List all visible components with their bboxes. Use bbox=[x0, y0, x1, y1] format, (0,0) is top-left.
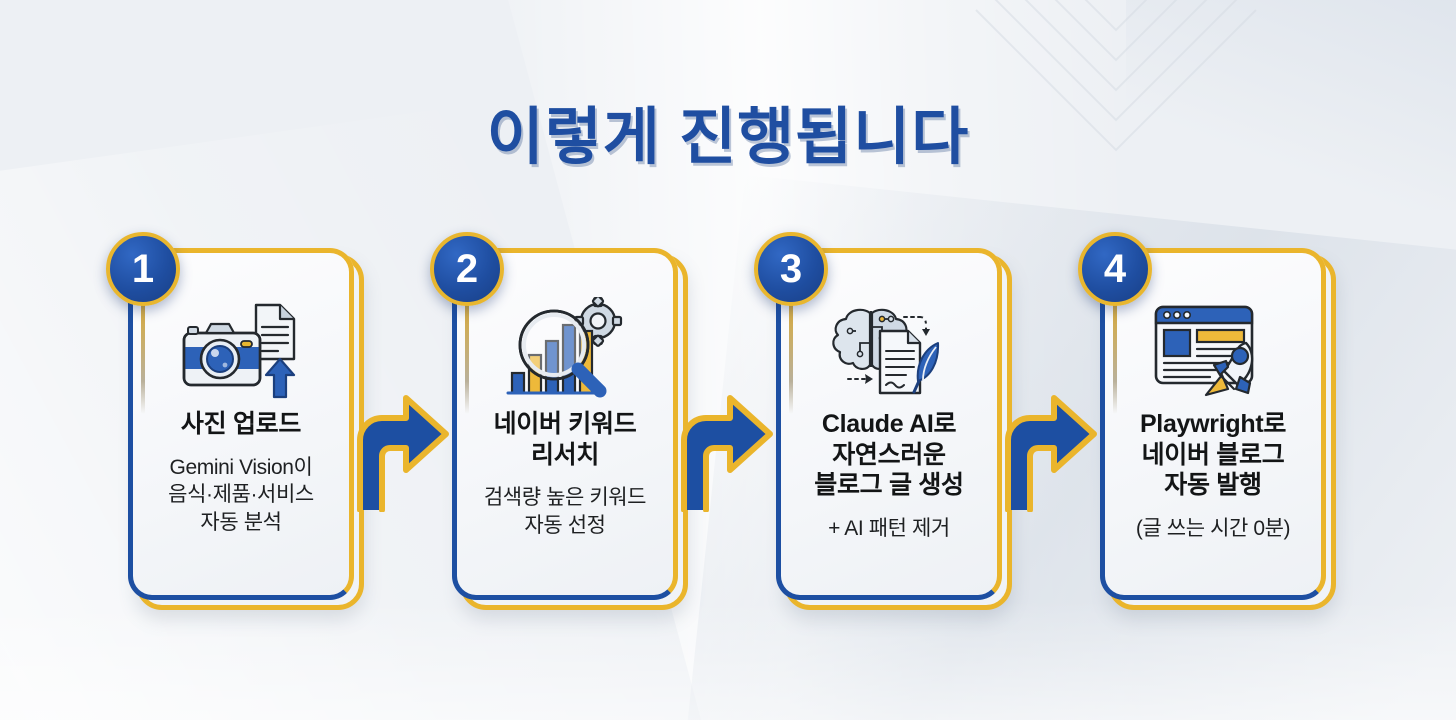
card-description-3: + AI 패턴 제거 bbox=[828, 515, 950, 543]
card-desc-line: (글 쓰는 시간 0분) bbox=[1135, 516, 1291, 540]
camera-upload-icon bbox=[178, 295, 304, 403]
card-title-line: Claude AI로 bbox=[821, 410, 957, 438]
card-desc-line: 검색량 높은 키워드 bbox=[483, 486, 647, 509]
card-desc-line: Gemini Vision이 bbox=[169, 455, 313, 479]
card-title-line: 네이버 키워드 bbox=[493, 410, 637, 438]
step-number-badge-1: 1 bbox=[106, 232, 180, 306]
step-number-badge-4: 4 bbox=[1078, 232, 1152, 306]
card-desc-line: 자동 선정 bbox=[524, 513, 606, 537]
card-title-line: 네이버 블로그 bbox=[1141, 440, 1285, 469]
card-description-2: 검색량 높은 키워드 자동 선정 bbox=[483, 484, 647, 539]
chart-magnifier-gear-icon bbox=[502, 295, 628, 403]
card-description-1: Gemini Vision이 음식·제품·서비스 자동 분석 bbox=[168, 454, 314, 537]
card-title-line: Playwright로 bbox=[1139, 410, 1287, 438]
card-title-line: 자동 발행 bbox=[1164, 471, 1262, 499]
card-title-line: 리서치 bbox=[530, 440, 600, 469]
card-title-3: Claude AI로 자연스러운 블로그 글 생성 bbox=[814, 409, 964, 501]
badge-stem-3 bbox=[789, 304, 793, 414]
badge-stem-2 bbox=[465, 304, 469, 414]
step-card-3[interactable]: Claude AI로 자연스러운 블로그 글 생성 + AI 패턴 제거 3 bbox=[754, 232, 1012, 618]
step-number-badge-2: 2 bbox=[430, 232, 504, 306]
page-title: 이렇게 진행됩니다 bbox=[486, 103, 970, 172]
step-card-2[interactable]: 네이버 키워드 리서치 검색량 높은 키워드 자동 선정 2 bbox=[430, 232, 688, 618]
step-number-badge-3: 3 bbox=[754, 232, 828, 306]
step-card-4[interactable]: Playwright로 네이버 블로그 자동 발행 (글 쓰는 시간 0분) 4 bbox=[1078, 232, 1336, 618]
card-title-line: 블로그 글 생성 bbox=[814, 471, 964, 499]
step-card-1[interactable]: 사진 업로드 Gemini Vision이 음식·제품·서비스 자동 분석 1 bbox=[106, 232, 364, 618]
card-description-4: (글 쓰는 시간 0분) bbox=[1135, 515, 1291, 543]
card-title-1: 사진 업로드 bbox=[180, 410, 302, 438]
card-title-4: Playwright로 네이버 블로그 자동 발행 bbox=[1140, 409, 1286, 501]
brain-document-quill-icon bbox=[826, 295, 952, 403]
card-desc-line: 음식·제품·서비스 bbox=[168, 483, 314, 507]
badge-stem-4 bbox=[1113, 304, 1117, 414]
arrow-step-2-to-3 bbox=[680, 392, 776, 513]
browser-rocket-icon bbox=[1150, 295, 1276, 403]
card-desc-line: + AI 패턴 제거 bbox=[828, 516, 950, 540]
card-title-line: 자연스러운 bbox=[832, 440, 946, 469]
arrow-step-3-to-4 bbox=[1004, 392, 1100, 513]
card-desc-line: 자동 분석 bbox=[200, 510, 282, 534]
arrow-step-1-to-2 bbox=[356, 392, 452, 513]
card-title-2: 네이버 키워드 리서치 bbox=[494, 409, 637, 470]
badge-stem-1 bbox=[141, 304, 145, 414]
